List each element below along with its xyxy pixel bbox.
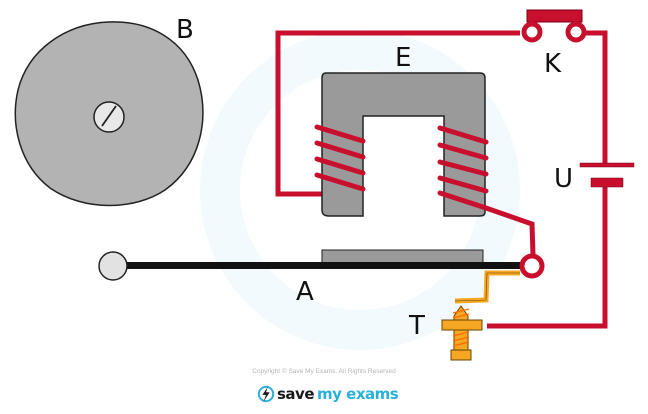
brand-save: save	[277, 385, 315, 403]
label-u: U	[554, 164, 573, 194]
armature-a	[98, 249, 545, 281]
label-b: B	[176, 15, 194, 45]
brand-logo: save my exams	[257, 384, 399, 404]
wire-coil-to-switch	[275, 30, 520, 197]
brand-my-exams: my exams	[317, 385, 399, 403]
cell-u	[579, 162, 635, 188]
label-a: A	[296, 277, 314, 307]
label-k: K	[544, 49, 562, 79]
label-t: T	[408, 311, 425, 341]
lightning-bolt-icon	[257, 385, 275, 403]
wire-switch-to-cell	[566, 30, 608, 163]
watermark-logo	[200, 30, 520, 350]
electromagnet-e	[314, 72, 489, 217]
bell-gong	[14, 21, 204, 207]
wire-cell-to-contact	[487, 183, 608, 329]
coil-right	[437, 125, 489, 211]
copyright-text: Copyright © Save My Exams. All Rights Re…	[252, 368, 396, 375]
coil-left	[314, 124, 366, 192]
hammer-ball	[98, 251, 128, 281]
label-e: E	[395, 43, 411, 73]
switch-k[interactable]	[521, 9, 587, 43]
contact-screw-t[interactable]	[441, 305, 483, 361]
wire-coil-to-armature-pivot	[485, 205, 536, 256]
armature-pivot	[519, 253, 545, 279]
